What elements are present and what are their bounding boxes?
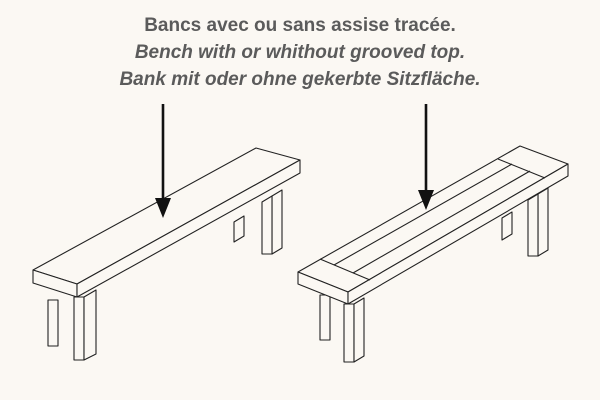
bench-plain-top — [32, 147, 301, 361]
front-left-leg-side — [353, 297, 365, 363]
bench-top-side-edge — [76, 159, 301, 298]
front-left-leg-side — [83, 289, 97, 361]
seat-groove-line — [333, 163, 513, 266]
front-left-leg-front — [73, 296, 85, 361]
front-right-leg-front — [261, 195, 273, 255]
arrow-to-grooved-top — [418, 104, 434, 210]
seat-groove-line — [352, 170, 531, 274]
caption-french: Bancs avec ou sans assise tracée. — [144, 15, 456, 36]
left-breadboard-line — [319, 258, 371, 281]
back-right-leg — [233, 215, 245, 243]
bench-top-side-edge — [347, 163, 569, 305]
caption-english: Bench with or whithout grooved top. — [134, 42, 466, 63]
bench-grooved-top — [297, 145, 569, 363]
back-left-leg — [319, 294, 331, 341]
front-right-leg-side — [271, 189, 283, 255]
caption-block: Bancs avec ou sans assise tracée. Bench … — [0, 12, 600, 93]
front-right-leg-front — [527, 193, 539, 257]
back-right-leg — [501, 211, 513, 241]
back-left-leg — [47, 299, 59, 347]
caption-german: Bank mit oder ohne gekerbte Sitzfläche. — [119, 69, 481, 90]
arrow-to-plain-top — [155, 104, 171, 218]
front-left-leg-front — [343, 303, 355, 363]
right-breadboard-line — [497, 158, 546, 179]
front-right-leg-side — [537, 187, 549, 257]
bench-top-surface — [32, 147, 301, 285]
